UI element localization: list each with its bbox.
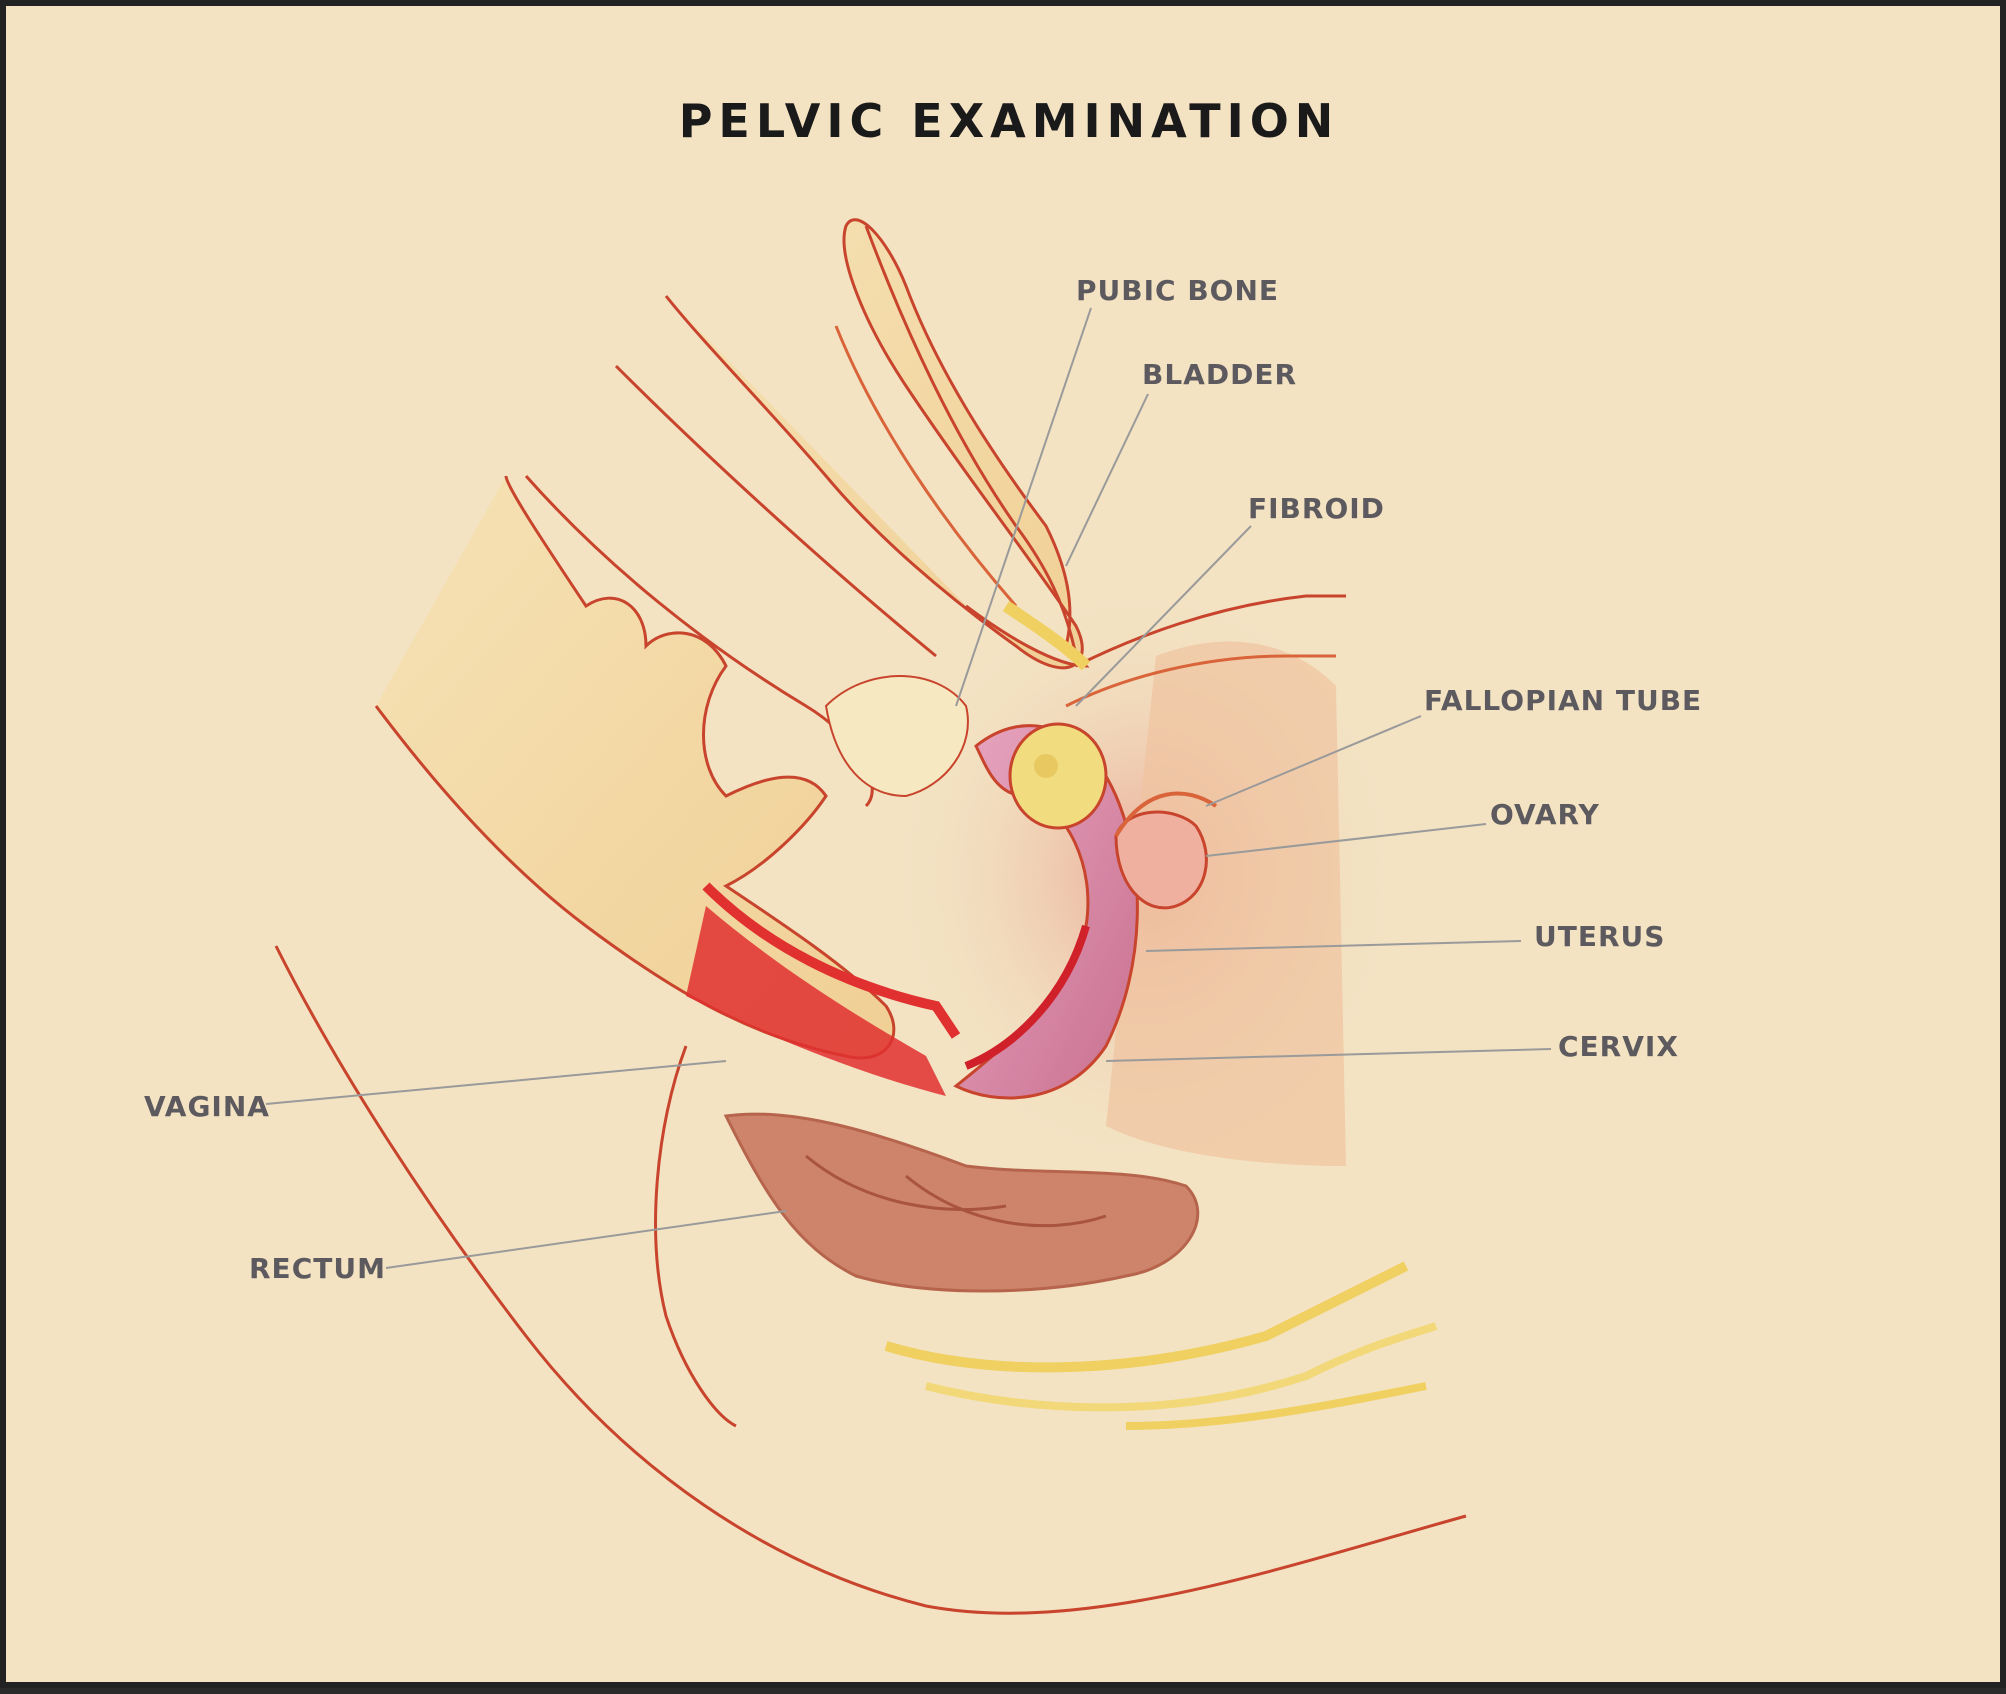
ovary-shape: [1114, 810, 1208, 910]
bladder-shape: [824, 675, 969, 798]
external-finger-2: [834, 325, 1018, 607]
sacrum-bone-3: [1125, 1382, 1427, 1430]
external-hand: [664, 218, 1090, 670]
external-finger-3: [614, 364, 937, 658]
label-uterus: UTERUS: [1534, 920, 1666, 953]
label-vagina: VAGINA: [144, 1090, 270, 1123]
abdominal-outline: [1075, 594, 1346, 668]
fibroid-detail: [1034, 754, 1058, 778]
label-fibroid: FIBROID: [1248, 492, 1385, 525]
label-fallopian-tube: FALLOPIAN TUBE: [1424, 684, 1703, 717]
label-ovary: OVARY: [1490, 798, 1600, 831]
leader-bladder: [1065, 393, 1149, 567]
fibroid-mass: [1008, 722, 1108, 830]
external-finger-1: [864, 225, 1078, 657]
leader-pubic-bone: [955, 307, 1092, 707]
pelvic-illustration: [265, 218, 1552, 1615]
label-pubic-bone: PUBIC BONE: [1076, 274, 1280, 307]
internal-hand: [374, 475, 896, 1060]
leader-uterus: [1145, 940, 1522, 952]
leader-rectum: [385, 1210, 787, 1269]
label-bladder: BLADDER: [1142, 358, 1298, 391]
fallopian-tube-shape: [1114, 791, 1218, 838]
leader-fallopian-tube: [1205, 715, 1422, 807]
rectum-shape: [723, 1112, 1200, 1293]
diagram-title: PELVIC EXAMINATION: [678, 94, 1340, 148]
leader-ovary: [1205, 823, 1487, 857]
label-rectum: RECTUM: [249, 1252, 386, 1285]
vaginal-canal-inner: [702, 882, 961, 1039]
leader-cervix: [1105, 1048, 1552, 1062]
sacrum-bone-2: [925, 1322, 1438, 1412]
rectum-folds: [805, 1154, 1107, 1228]
sacrum-bone-1: [884, 1261, 1409, 1373]
label-cervix: CERVIX: [1558, 1030, 1679, 1063]
pubic-bone-shape: [1002, 601, 1091, 671]
uterine-cavity: [964, 924, 1090, 1070]
abdominal-outline-2: [1065, 654, 1336, 708]
vaginal-canal: [686, 906, 946, 1096]
thigh-outline: [654, 1045, 737, 1428]
leader-vagina: [265, 1060, 727, 1105]
leader-fibroid: [1075, 525, 1252, 707]
body-outline-lower: [274, 945, 1467, 1615]
